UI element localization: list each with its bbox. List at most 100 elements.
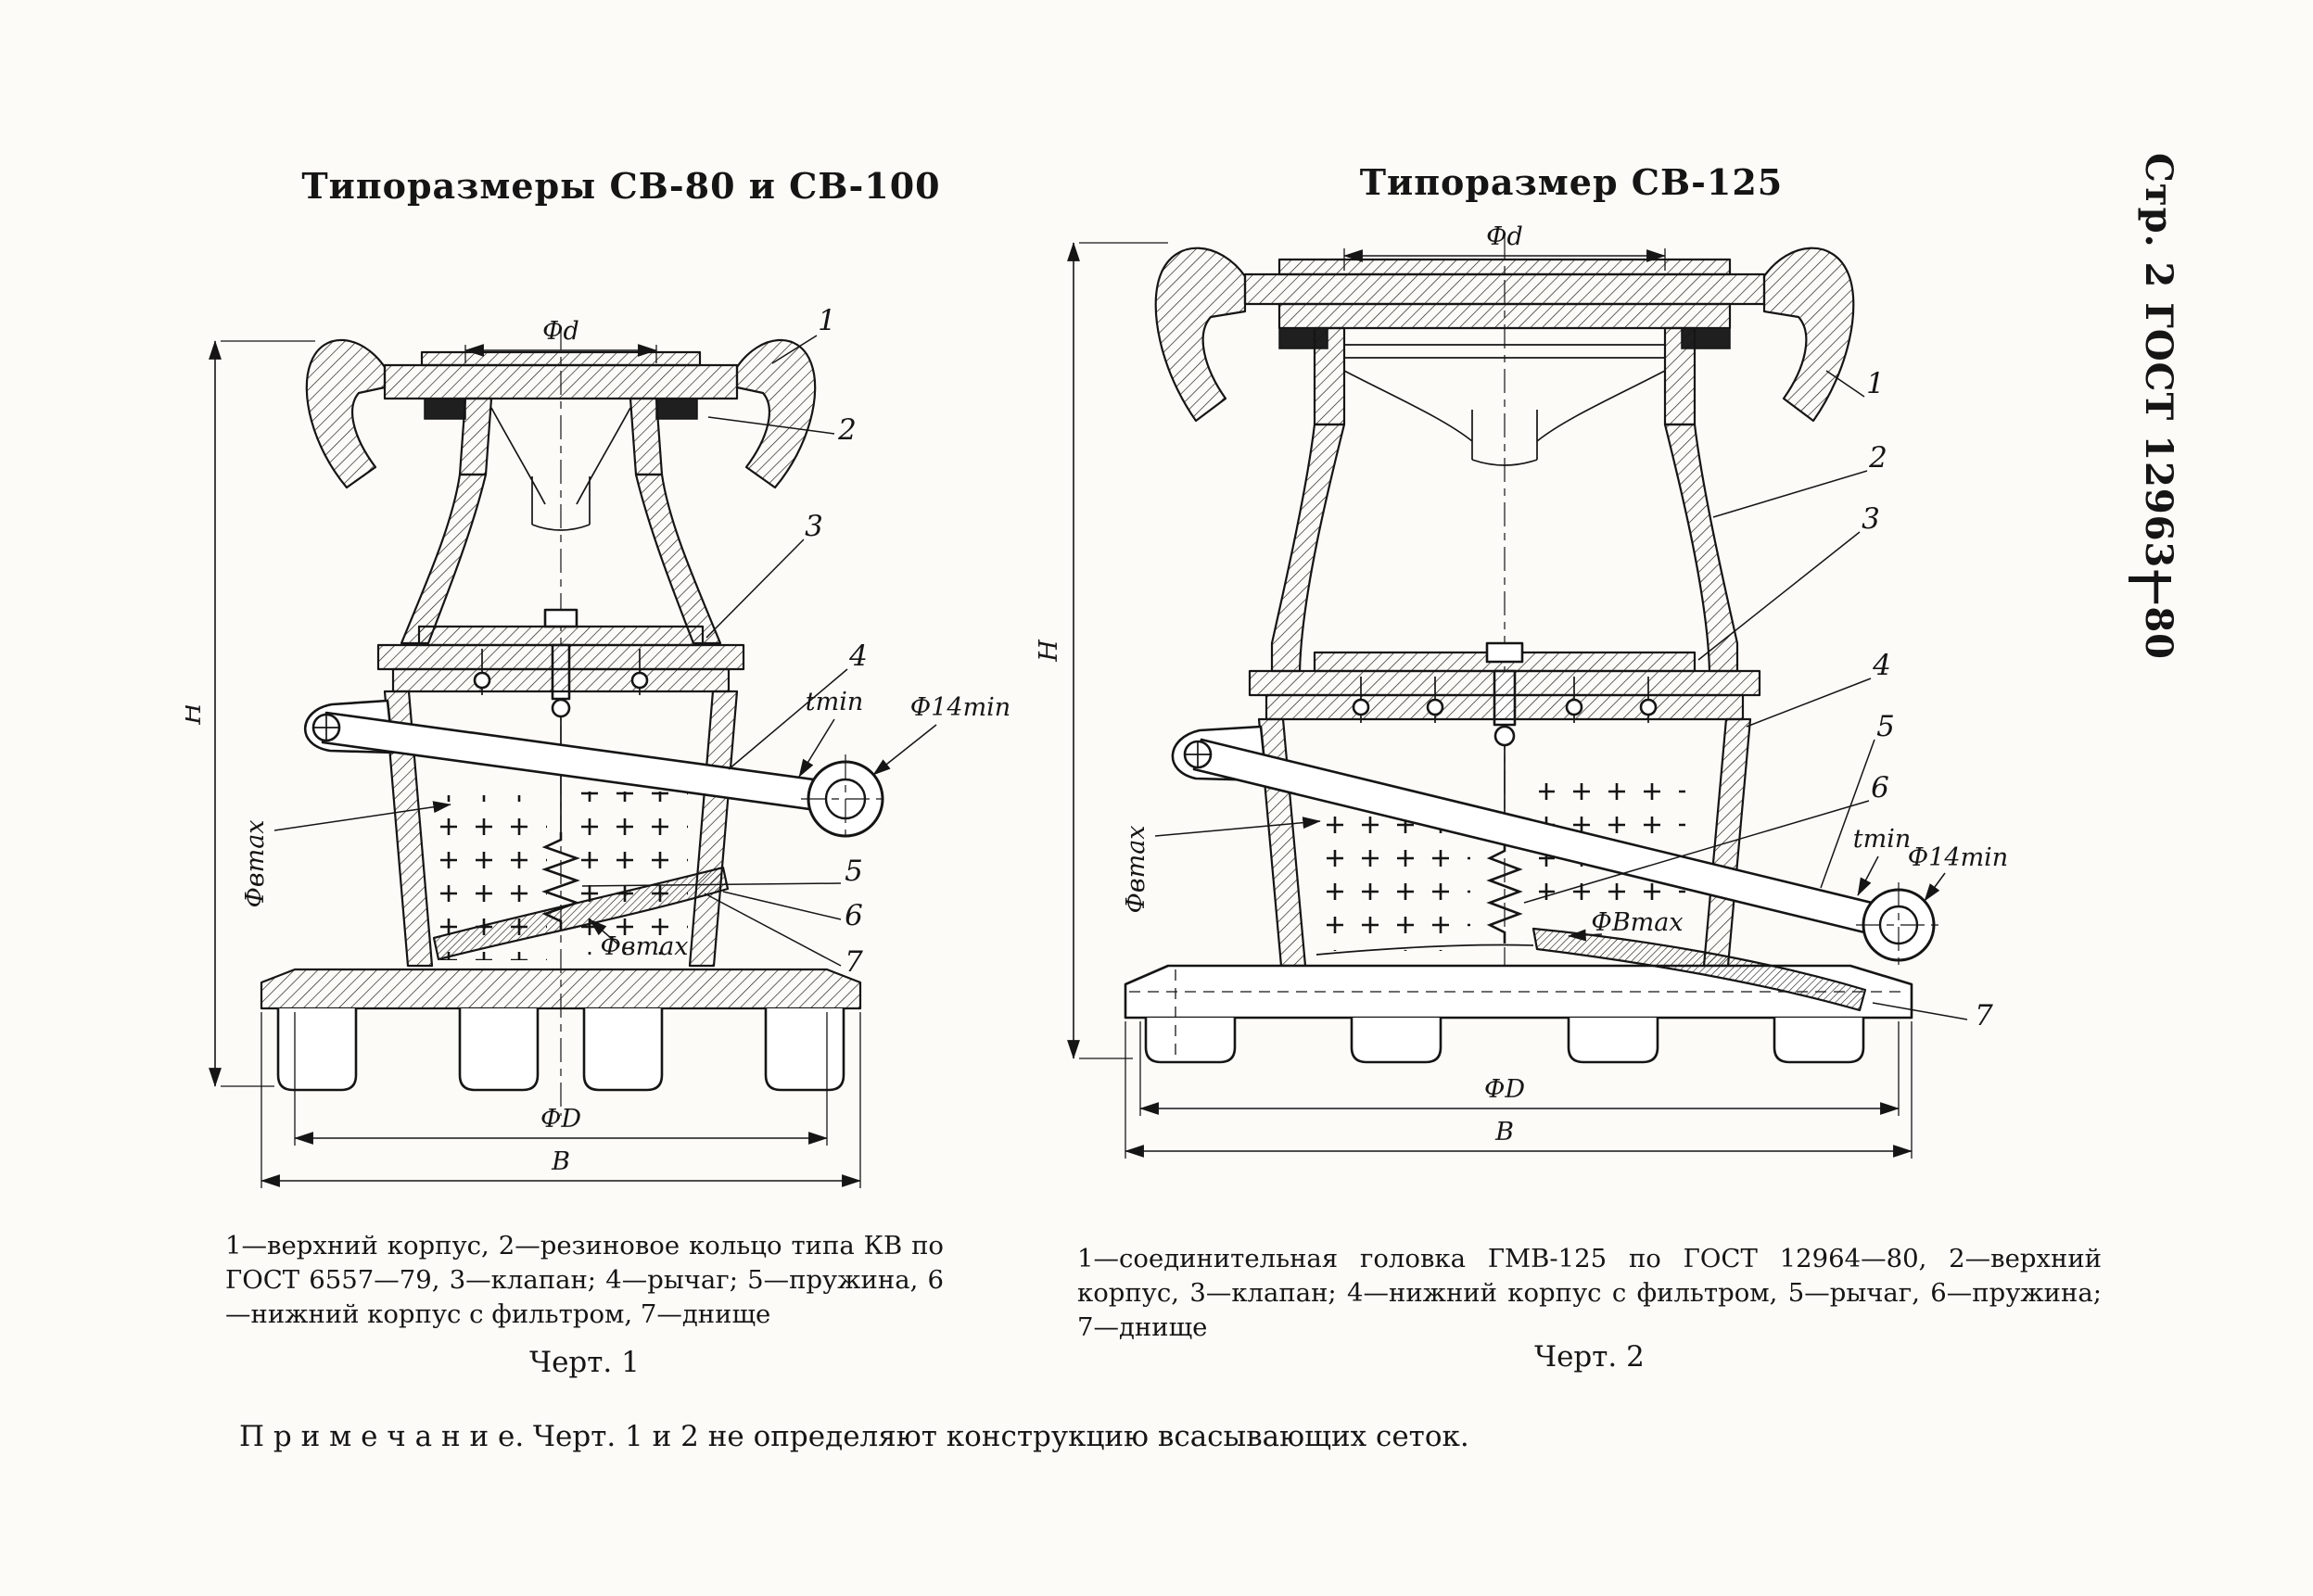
callout-leader bbox=[704, 893, 842, 967]
flange-upper-section bbox=[376, 643, 745, 671]
fig2-bottom-dish bbox=[1315, 927, 1867, 1012]
head-claw-left-section bbox=[305, 338, 387, 489]
head-ring-band-section bbox=[1277, 302, 1732, 330]
funnel-line bbox=[1536, 370, 1666, 442]
callout-leader bbox=[1746, 678, 1872, 728]
valve-plate-section bbox=[417, 625, 705, 647]
note-label: П р и м е ч а н и е. bbox=[239, 1420, 525, 1453]
leader-line bbox=[798, 718, 835, 778]
dim-B-label: В bbox=[551, 1147, 570, 1176]
dim-phi-14-min-label: Ф14min bbox=[1908, 843, 2008, 872]
callout-leader bbox=[1712, 470, 1868, 518]
dim-B-label: В bbox=[1494, 1118, 1514, 1146]
callout-leader bbox=[728, 668, 848, 770]
fig1-caption: 1—верхний корпус, 2—резиновое кольцо тип… bbox=[225, 1231, 944, 1329]
flange-bolt bbox=[1565, 698, 1583, 716]
head-plate-section bbox=[1243, 272, 1766, 306]
callout-leader bbox=[1820, 739, 1875, 889]
valve-boss bbox=[1485, 641, 1524, 664]
fig2-drawing: Н Фd Фвmax tmin Ф14min ФВmax ФD В 1 bbox=[1036, 222, 2008, 1159]
callout-1: 1 bbox=[818, 304, 836, 337]
fig1-flange bbox=[376, 643, 745, 695]
fig1-title: Типоразмеры СВ-80 и СВ-100 bbox=[301, 165, 941, 207]
callout-2: 2 bbox=[1868, 441, 1887, 475]
flange-bolt bbox=[1352, 698, 1370, 716]
flange-bolt-right bbox=[630, 671, 649, 690]
fig2-valve bbox=[1313, 641, 1697, 845]
fig1-lever bbox=[311, 711, 890, 843]
leader-line bbox=[1154, 817, 1321, 837]
flange-bolt-left bbox=[473, 671, 491, 690]
callout-leader bbox=[1825, 370, 1865, 398]
bell-wall-right-section bbox=[634, 473, 722, 645]
dish-section bbox=[1531, 927, 1867, 1012]
callout-leader bbox=[1872, 1002, 1968, 1020]
dim-phi-v-max-label: Фвmax bbox=[241, 819, 270, 907]
dish-edge-line bbox=[1315, 944, 1534, 956]
fig2-lever bbox=[1183, 738, 1941, 968]
fig1-bottom-dish bbox=[432, 866, 730, 961]
head-claw-left-section bbox=[1154, 247, 1247, 423]
note: П р и м е ч а н и е. Черт. 1 и 2 не опре… bbox=[239, 1420, 1815, 1453]
head-top-ring-section bbox=[1277, 258, 1732, 276]
funnel-line bbox=[490, 407, 546, 505]
callout-4: 4 bbox=[1872, 649, 1891, 682]
funnel-line bbox=[1343, 370, 1473, 442]
fig1-label: Черт. 1 bbox=[529, 1346, 640, 1379]
fig1-callouts: 1 2 3 4 5 6 7 bbox=[581, 304, 868, 979]
fig1-base bbox=[260, 968, 862, 1092]
callout-6: 6 bbox=[1871, 771, 1889, 804]
callout-leader bbox=[1697, 531, 1861, 661]
callout-leader bbox=[705, 538, 805, 639]
dim-H-label: Н bbox=[185, 703, 207, 726]
fig2-dimensions: Н Фd Фвmax tmin Ф14min ФВmax ФD В bbox=[1036, 222, 2008, 1159]
base-foot bbox=[1144, 1018, 1237, 1064]
callout-leader bbox=[771, 335, 818, 364]
dim-phi-14-min-label: Ф14min bbox=[910, 693, 1010, 722]
rubber-ring-right-section bbox=[655, 398, 698, 420]
fig2-base bbox=[1124, 964, 1913, 1064]
page-header-vertical: Стр. 2 ГОСТ 12963—80 bbox=[2137, 153, 2180, 661]
leader-line bbox=[1857, 855, 1879, 896]
lower-wall-left-section bbox=[383, 690, 434, 968]
dim-t-min-label: tmin bbox=[1853, 825, 1911, 854]
flange-upper-section bbox=[1248, 669, 1761, 697]
callout-1: 1 bbox=[1866, 367, 1885, 400]
dim-H-label: Н bbox=[1036, 640, 1063, 663]
callout-2: 2 bbox=[837, 413, 857, 447]
bell-wall-left-section bbox=[400, 473, 488, 645]
dim-phi-d-label: Фd bbox=[542, 317, 579, 346]
base-foot bbox=[582, 1008, 664, 1092]
throat-wall-right-section bbox=[629, 397, 664, 476]
callout-5: 5 bbox=[845, 855, 863, 888]
callout-5: 5 bbox=[1876, 710, 1895, 743]
callout-7: 7 bbox=[1975, 999, 1993, 1032]
fig2-flange bbox=[1248, 669, 1761, 723]
head-claw-right-section bbox=[1762, 247, 1855, 423]
note-text: Черт. 1 и 2 не определяют конструкцию вс… bbox=[533, 1420, 1469, 1453]
rubber-ring-left-section bbox=[424, 398, 466, 420]
base-foot bbox=[276, 1008, 358, 1092]
cone-wall-right-section bbox=[1663, 423, 1739, 673]
fig1-dimensions: Н Фd Фвmax tmin Ф14min Фвmax ФD В bbox=[185, 317, 1010, 1188]
valve-boss bbox=[543, 608, 578, 628]
dim-phi-v-max-label: Фвmax bbox=[1122, 825, 1150, 913]
callout-leader bbox=[1523, 800, 1870, 904]
dim-phi-d-label: Фd bbox=[1486, 222, 1523, 251]
head-top-ring-section bbox=[420, 350, 702, 367]
lower-wall-right-section bbox=[688, 690, 739, 968]
throat-wall-right-section bbox=[1663, 326, 1697, 426]
head-plate-section bbox=[383, 363, 739, 400]
throat-wall-left-section bbox=[1313, 326, 1346, 426]
page-header-rule bbox=[2129, 576, 2171, 582]
valve-stem-eye bbox=[1493, 725, 1516, 747]
flange-bolt bbox=[1639, 698, 1658, 716]
dim-phi-v-max-bottom-label: ФВmax bbox=[1591, 908, 1683, 937]
callout-3: 3 bbox=[805, 510, 823, 543]
flange-bolt bbox=[1426, 698, 1444, 716]
funnel-channel bbox=[531, 476, 591, 531]
fig2-callouts: 1 2 3 4 5 6 7 bbox=[1523, 367, 1993, 1032]
fig2-label: Черт. 2 bbox=[1534, 1340, 1645, 1374]
dim-phi-D-label: ФD bbox=[1484, 1075, 1525, 1104]
